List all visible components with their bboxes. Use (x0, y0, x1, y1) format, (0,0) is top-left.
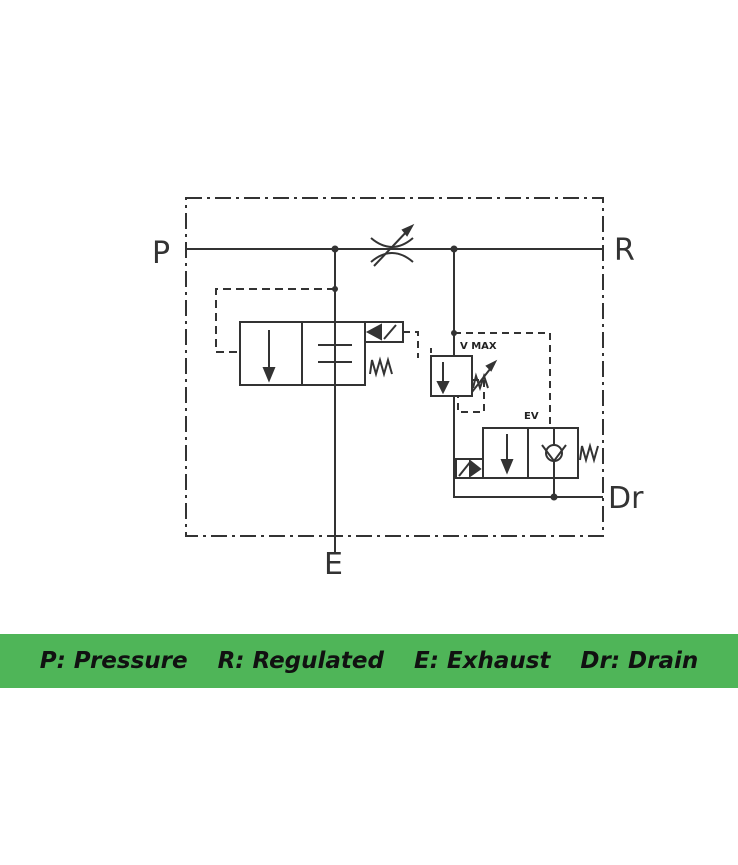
assembly-boundary (185, 197, 604, 537)
main-directional-valve (239, 321, 366, 386)
legend-bar: P: Pressure R: Regulated E: Exhaust Dr: … (0, 634, 738, 688)
legend-item-drain: Dr: Drain (580, 648, 699, 674)
ev-label: EV (524, 411, 539, 422)
main-valve-spring-icon (369, 356, 393, 378)
main-valve-pilot-actuator (364, 321, 404, 343)
port-label-pressure: P (152, 236, 170, 271)
ev-solenoid-valve (482, 427, 579, 479)
port-label-regulated: R (614, 233, 635, 268)
legend-item-pressure: P: Pressure (39, 648, 188, 674)
port-label-drain: Dr (608, 481, 644, 516)
port-label-exhaust: E (324, 547, 343, 582)
main-valve-pilot-line (215, 288, 335, 353)
ev-pilot-dashed-line (454, 332, 551, 428)
vmax-relief-valve (430, 348, 485, 413)
vmax-pilot-dashed-line (403, 331, 419, 358)
legend-item-regulated: R: Regulated (217, 648, 384, 674)
adjustable-throttle-icon (370, 223, 415, 267)
hydraulic-schematic: V MAX EV P R E Dr (152, 197, 644, 582)
ev-solenoid-actuator (455, 458, 484, 479)
legend-item-exhaust: E: Exhaust (413, 648, 551, 674)
vmax-adjustable-spring-icon (471, 359, 498, 393)
vmax-label: V MAX (460, 341, 497, 352)
ev-spring-icon (579, 442, 599, 464)
